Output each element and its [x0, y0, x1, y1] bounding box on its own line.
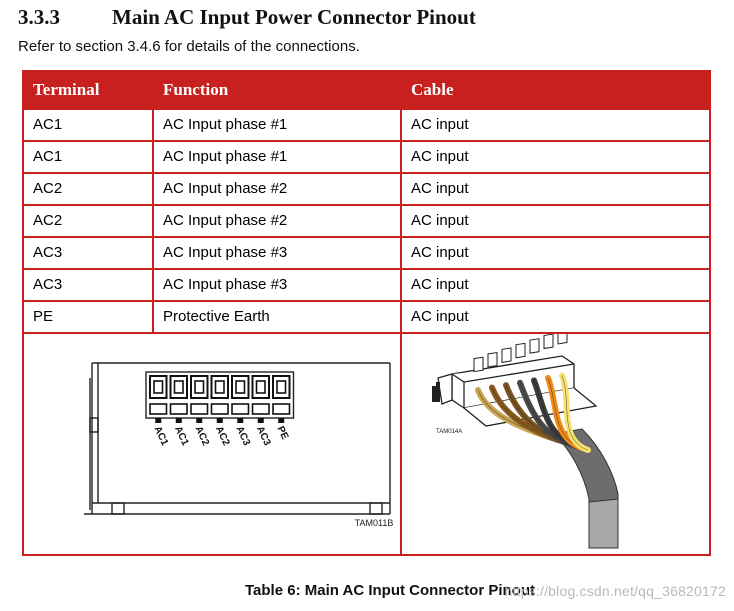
header-terminal: Terminal [22, 70, 154, 110]
cell-cable: AC input [400, 236, 711, 270]
pin-label: AC1 [152, 425, 171, 448]
connector-slot [529, 338, 540, 354]
cell-terminal: AC3 [22, 268, 154, 302]
connector-slot [515, 342, 526, 359]
housing-outline [84, 362, 391, 515]
pinout-table: Terminal Function Cable AC1 AC Input pha… [22, 70, 711, 556]
cell-cable: AC input [400, 172, 711, 206]
connector-slot [543, 334, 554, 350]
table-row: PE Protective Earth AC input [22, 300, 711, 334]
table-row: AC3 AC Input phase #3 AC input [22, 268, 711, 302]
header-cable: Cable [400, 70, 711, 110]
table-header-row: Terminal Function Cable [22, 70, 711, 110]
cell-terminal: AC1 [22, 140, 154, 174]
pin-label: PE [275, 425, 291, 442]
cell-function: AC Input phase #1 [152, 140, 402, 174]
cable-jacket [552, 428, 619, 549]
cell-cable: AC input [400, 204, 711, 238]
pin-label: AC2 [213, 425, 232, 448]
terminal-pin [169, 375, 188, 423]
terminal-pin [251, 375, 270, 423]
cell-cable: AC input [400, 140, 711, 174]
terminal-pin [210, 375, 229, 423]
connector-slots [473, 334, 568, 373]
section-heading: 3.3.3 Main AC Input Power Connector Pinou… [18, 3, 476, 31]
connector-slot [557, 334, 568, 345]
section-title: Main AC Input Power Connector Pinout [112, 5, 476, 29]
terminal-pin [272, 375, 291, 423]
connector-slot [487, 351, 498, 368]
section-number: 3.3.3 [18, 5, 60, 29]
table-caption: Table 6: Main AC Input Connector Pinout [245, 582, 535, 599]
cell-terminal: PE [22, 300, 154, 334]
pin-label: AC3 [234, 425, 253, 448]
table-row: AC2 AC Input phase #2 AC input [22, 172, 711, 206]
table-row: AC3 AC Input phase #3 AC input [22, 236, 711, 270]
connector-housing [437, 355, 598, 427]
pin-label: AC2 [193, 425, 212, 448]
intro-text: Refer to section 3.4.6 for details of th… [18, 38, 360, 55]
cell-terminal: AC2 [22, 172, 154, 206]
figure-code-right: TAM014A [436, 429, 462, 435]
watermark: https://blog.csdn.net/qq_36820172 [504, 583, 726, 599]
connector-cable-drawing: TAM014A [432, 334, 619, 549]
wires [475, 372, 591, 453]
cell-function: AC Input phase #1 [152, 108, 402, 142]
cell-terminal: AC3 [22, 236, 154, 270]
wire-outline [561, 375, 589, 451]
table-row: AC1 AC Input phase #1 AC input [22, 140, 711, 174]
cell-cable: AC input [400, 268, 711, 302]
connector-slot [501, 347, 512, 363]
latch-icon [432, 382, 440, 402]
cell-cable: AC input [400, 108, 711, 142]
connector-slot [473, 356, 484, 373]
connector-cable-figure: TAM014A [400, 332, 711, 556]
cell-terminal: AC1 [22, 108, 154, 142]
terminal-pin [231, 375, 250, 423]
terminal-pin [190, 375, 209, 423]
cell-cable: AC input [400, 300, 711, 334]
cell-terminal: AC2 [22, 204, 154, 238]
terminal-pin [149, 375, 168, 423]
table-row: AC2 AC Input phase #2 AC input [22, 204, 711, 238]
cell-function: AC Input phase #3 [152, 268, 402, 302]
header-function: Function [152, 70, 402, 110]
pin-label: AC1 [172, 425, 191, 448]
pin-label: AC3 [254, 425, 273, 448]
cell-function: Protective Earth [152, 300, 402, 334]
cell-function: AC Input phase #2 [152, 172, 402, 206]
cell-function: AC Input phase #2 [152, 204, 402, 238]
table-row: AC1 AC Input phase #1 AC input [22, 108, 711, 142]
cell-function: AC Input phase #3 [152, 236, 402, 270]
figure-code-left: TAM011B [355, 518, 394, 528]
